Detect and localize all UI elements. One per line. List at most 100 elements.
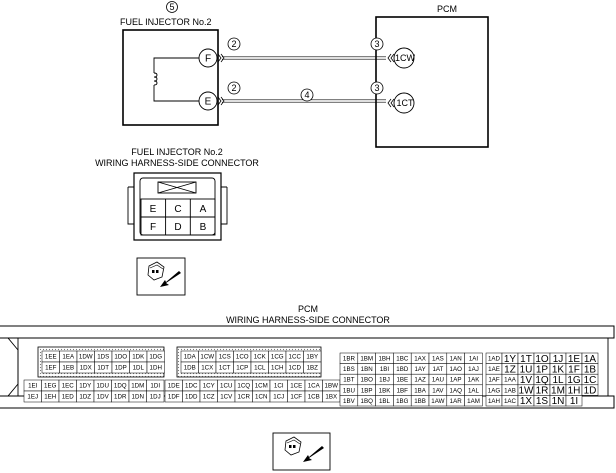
- svg-text:4: 4: [304, 90, 309, 100]
- svg-text:3: 3: [374, 39, 379, 49]
- pin-label: 1AM: [467, 398, 480, 405]
- svg-text:E: E: [205, 97, 212, 108]
- pin-label: 1DS: [97, 354, 109, 361]
- pin-label: 1B: [584, 364, 597, 375]
- pin-label: 1AR: [450, 398, 463, 405]
- svg-text:A: A: [200, 204, 207, 215]
- callout-3-bottom: 3: [370, 81, 384, 95]
- callout-4-bottom: 4: [300, 88, 314, 102]
- pin-label: 1AW: [431, 398, 444, 405]
- pin-label: 1DY: [79, 383, 91, 390]
- pin-cell: [565, 395, 583, 407]
- pcm-connector-subtitle: WIRING HARNESS-SIDE CONNECTOR: [226, 315, 390, 325]
- pin-label: 1D: [584, 386, 597, 397]
- pin-label: 1J: [553, 354, 564, 365]
- pin-label: 1CP: [236, 365, 248, 372]
- pin-label: 1CM: [255, 383, 268, 390]
- pin-label: 1EC: [62, 383, 75, 390]
- pin-label: 1AX: [414, 356, 426, 363]
- svg-text:F: F: [205, 54, 211, 65]
- pin-label: 1CC: [289, 354, 302, 361]
- wire-f-1cw: [222, 56, 386, 60]
- pin-label: 1BF: [397, 387, 409, 394]
- pin-label: 1DD: [185, 394, 198, 401]
- svg-text:1CW: 1CW: [395, 53, 416, 63]
- pin-label: 1DC: [185, 383, 198, 390]
- pin-label: 1BB: [414, 398, 426, 405]
- pin-label: 1AP: [450, 377, 462, 384]
- pin-label: 1DX: [80, 365, 92, 372]
- pin-label: 1BJ: [379, 377, 390, 384]
- pin-label: 1BQ: [361, 398, 374, 405]
- pin-label: 1AZ: [414, 377, 426, 384]
- pin-label: 1O: [535, 354, 549, 365]
- pin-label: 1G: [567, 375, 581, 386]
- injector-connector-face: [127, 172, 228, 241]
- pin-label: 1BA: [414, 387, 427, 394]
- terminal-e: E: [198, 91, 218, 111]
- pin-label: 1EG: [44, 383, 57, 390]
- pin-label: 1H: [568, 386, 581, 397]
- pin-label: 1CB: [308, 394, 320, 401]
- pin-label: 1EE: [45, 354, 57, 361]
- pin-label: 1AS: [432, 356, 444, 363]
- pin-cell: [581, 384, 599, 396]
- pin-label: 1F: [568, 364, 580, 375]
- pin-label: 1DF: [168, 394, 180, 401]
- pin-label: 1AT: [432, 366, 443, 373]
- pin-label: 1BG: [396, 398, 409, 405]
- pin-label: 1DW: [79, 354, 93, 361]
- terminal-1cw: 1CW: [393, 47, 416, 69]
- pin-label: 1BZ: [307, 365, 319, 372]
- pin-label: 1BE: [396, 377, 408, 384]
- pin-label: 1CR: [238, 394, 251, 401]
- pin-label: 1DA: [184, 354, 197, 361]
- svg-text:2: 2: [231, 83, 236, 93]
- connector-chevrons: [217, 53, 395, 108]
- pin-label: 1CK: [254, 354, 267, 361]
- pin-label: 1BN: [361, 366, 373, 373]
- terminal-1ct: 1CT: [393, 92, 415, 114]
- svg-text:C: C: [174, 204, 181, 215]
- pin-label: 1CU: [220, 383, 232, 390]
- pin-label: 1DK: [132, 354, 145, 361]
- pin-label: 1AH: [488, 398, 500, 405]
- pin-label: 1AC: [504, 398, 517, 405]
- pin-label: 1Q: [535, 375, 549, 386]
- pin-label: 1AN: [450, 356, 462, 363]
- pin-label: 1BO: [361, 377, 374, 384]
- pin-label: 1DE: [168, 383, 180, 390]
- pin-cell: [146, 361, 165, 374]
- pin-label: 1CD: [289, 365, 302, 372]
- pin-label: 1BR: [343, 356, 356, 363]
- pin-label: 1L: [552, 375, 564, 386]
- pin-label: 1CW: [200, 354, 214, 361]
- injector-title: FUEL INJECTOR No.2: [120, 17, 212, 27]
- callout-2-top: 2: [227, 37, 241, 51]
- pcm-connector-title: PCM: [298, 304, 318, 314]
- pin-label: 1EH: [44, 394, 56, 401]
- svg-text:2: 2: [231, 39, 236, 49]
- injector-pin-labels: E C A F D B: [150, 204, 207, 233]
- pin-label: 1AQ: [450, 387, 463, 394]
- pin-label: 1AO: [450, 366, 463, 373]
- svg-text:5: 5: [169, 2, 174, 12]
- pin-label: 1AA: [504, 377, 517, 384]
- pin-label: 1DG: [149, 354, 162, 361]
- svg-text:D: D: [174, 222, 181, 233]
- pin-label: 1AL: [468, 387, 480, 394]
- connector-view-icon: [136, 257, 186, 296]
- injector-connector-title: FUEL INJECTOR No.2: [131, 147, 223, 157]
- pin-label: 1CZ: [203, 394, 215, 401]
- pin-label: 1CV: [220, 394, 233, 401]
- pin-label: 1BU: [343, 387, 355, 394]
- pin-label: 1AE: [488, 366, 500, 373]
- pin-label: 1CH: [271, 365, 283, 372]
- pin-label: 1T: [520, 354, 532, 365]
- pin-label: 1S: [536, 396, 549, 407]
- pin-label: 1BW: [325, 383, 339, 390]
- callout-3-top: 3: [370, 37, 384, 51]
